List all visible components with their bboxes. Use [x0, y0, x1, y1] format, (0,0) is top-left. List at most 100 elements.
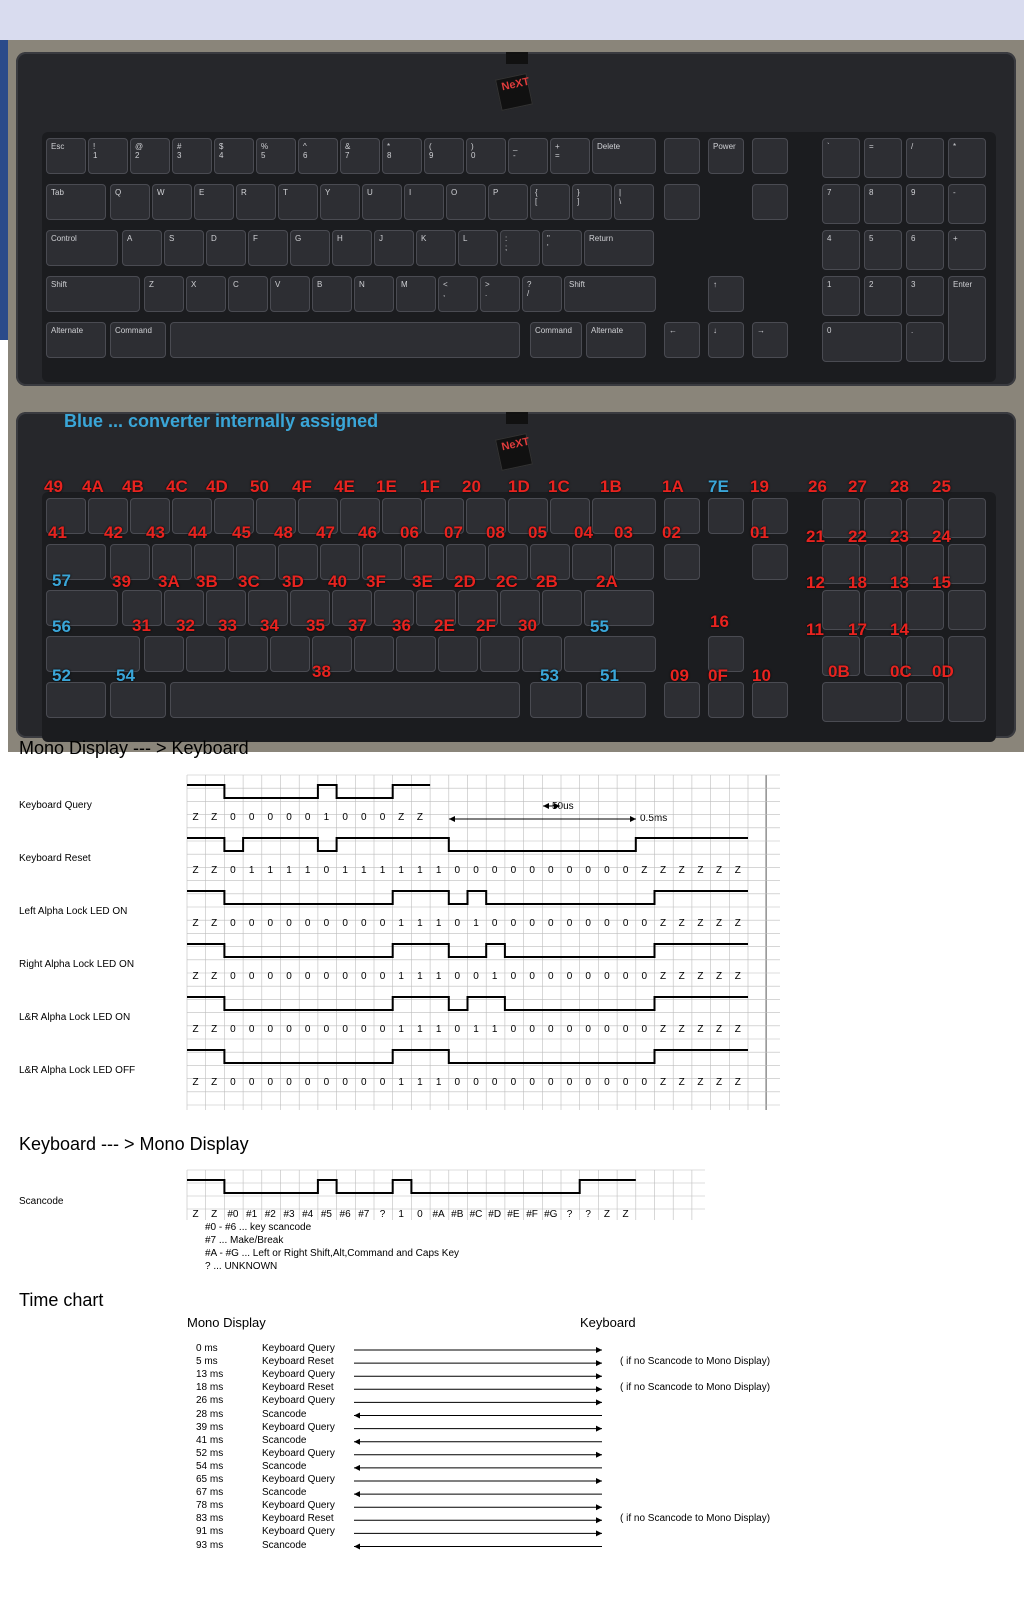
- scancode-bit-19: #G: [544, 1209, 558, 1220]
- bit-4-20: 0: [566, 1024, 573, 1035]
- scancode-r1-mid-1: 7E: [708, 477, 729, 496]
- scancode-r2-12: 04: [574, 523, 593, 542]
- bit-5-15: 0: [473, 1077, 479, 1088]
- time-10: 65 ms: [196, 1474, 224, 1485]
- bit-3-24: 0: [641, 971, 648, 982]
- waveform-3: [187, 943, 748, 958]
- bit-1-18: 0: [529, 865, 535, 876]
- key-vol-down: [664, 138, 700, 174]
- bit-5-6: 0: [304, 1077, 311, 1088]
- bit-5-18: 0: [529, 1077, 535, 1088]
- time-chart-header-right: Keyboard: [580, 1315, 636, 1330]
- scancode-bit-13: #A: [432, 1209, 445, 1220]
- key-num-6: &7: [340, 138, 380, 174]
- scancode-r4-2: 33: [218, 616, 237, 635]
- arrow-05ms-head-l: [449, 816, 455, 822]
- scancode-r1-pad-3: 25: [932, 477, 951, 496]
- key-alternate-right: Alternate: [586, 322, 646, 358]
- key-a-2: [206, 590, 246, 626]
- key-arrow-left: [664, 682, 700, 718]
- scancode-r2-7: 46: [358, 523, 377, 542]
- key-esc: [46, 498, 86, 534]
- scancode-bit-8: #6: [339, 1209, 351, 1220]
- scancode-r1-9: 1F: [420, 477, 440, 496]
- time-arrow-head-12: [596, 1504, 602, 1511]
- bit-3-29: Z: [734, 971, 741, 982]
- key-q-9: [488, 544, 528, 580]
- waveform-scancode: [187, 1179, 636, 1194]
- scancode-bit-11: 1: [398, 1209, 404, 1220]
- scancode-bit-7: #5: [320, 1209, 332, 1220]
- key-a-0: [122, 590, 162, 626]
- bit-3-26: Z: [678, 971, 685, 982]
- key-q-11: [572, 544, 612, 580]
- key-num-11: +=: [550, 138, 590, 174]
- bit-1-20: 0: [566, 865, 573, 876]
- key-pad-11: [948, 590, 986, 630]
- event-15: Scancode: [262, 1539, 307, 1551]
- time-arrow-head-0: [596, 1347, 602, 1353]
- key-alternate-left: [46, 682, 106, 718]
- bit-4-21: 0: [585, 1024, 591, 1035]
- bit-3-23: 0: [622, 971, 629, 982]
- bit-2-17: 0: [510, 918, 517, 929]
- bit-5-10: 0: [379, 1077, 386, 1088]
- time-arrow-head-14: [596, 1530, 602, 1537]
- time-arrow-head-1: [596, 1360, 602, 1367]
- bit-1-17: 0: [510, 865, 517, 876]
- bit-1-0: Z: [192, 865, 199, 876]
- scancode-bit-17: #E: [507, 1209, 520, 1220]
- bit-0-3: 0: [248, 812, 255, 823]
- key-pad-0: 0: [822, 322, 902, 362]
- key-shift-right: [564, 636, 656, 672]
- key-q-0: Q: [110, 184, 150, 220]
- bit-1-4: 1: [267, 865, 274, 876]
- key-a-2: D: [206, 230, 246, 266]
- key-space: [170, 682, 520, 718]
- time-arrow-head-4: [596, 1399, 602, 1406]
- time-arrow-head-13: [596, 1517, 602, 1524]
- bit-5-5: 0: [286, 1077, 292, 1088]
- key-a-1: [164, 590, 204, 626]
- key-pad-0: `: [822, 138, 860, 178]
- scancode-bit-21: ?: [585, 1209, 591, 1220]
- scancode-arrow-2: 10: [752, 666, 771, 685]
- key-z-4: B: [312, 276, 352, 312]
- event-8: Keyboard Query: [262, 1447, 335, 1459]
- scancode-arrow-0: 09: [670, 666, 689, 685]
- bit-4-28: Z: [716, 1024, 723, 1035]
- bit-2-3: 0: [248, 918, 255, 929]
- key-q-7: [404, 544, 444, 580]
- key-num-10: [508, 498, 548, 534]
- event-13: Keyboard Reset: [262, 1513, 334, 1525]
- key-num-9: [466, 498, 506, 534]
- key-vol-up: [664, 184, 700, 220]
- key-pad-enter: Enter: [948, 276, 986, 362]
- scancode-bit-0: Z: [192, 1209, 199, 1220]
- event-14: Keyboard Query: [262, 1526, 335, 1538]
- scancode-r2-pad-0: 21: [806, 527, 825, 546]
- bit-3-3: 0: [248, 971, 255, 982]
- time-0: 0 ms: [196, 1343, 218, 1354]
- scancode-r3-10: 2B: [536, 572, 558, 591]
- key-pad-enter: [948, 636, 986, 722]
- bit-5-17: 0: [510, 1077, 517, 1088]
- scancode-r1-pad-0: 26: [808, 477, 827, 496]
- left-strip: [0, 40, 8, 340]
- scancode-r4-6: 36: [392, 616, 411, 635]
- key-z-0: Z: [144, 276, 184, 312]
- bit-2-6: 0: [304, 918, 311, 929]
- key-q-2: [194, 544, 234, 580]
- bit-1-22: 0: [604, 865, 610, 876]
- time-arrow-head-9: [354, 1464, 360, 1471]
- bit-3-12: 1: [417, 971, 423, 982]
- scancode-bit-10: ?: [379, 1209, 386, 1220]
- bit-5-12: 1: [417, 1077, 423, 1088]
- bit-0-1: Z: [211, 812, 218, 823]
- bit-2-23: 0: [622, 918, 629, 929]
- bit-1-24: Z: [641, 865, 648, 876]
- scancode-r3-5: 40: [328, 572, 347, 591]
- bit-4-5: 0: [286, 1024, 292, 1035]
- scancode-bit-4: #2: [264, 1209, 276, 1220]
- key-q-5: [320, 544, 360, 580]
